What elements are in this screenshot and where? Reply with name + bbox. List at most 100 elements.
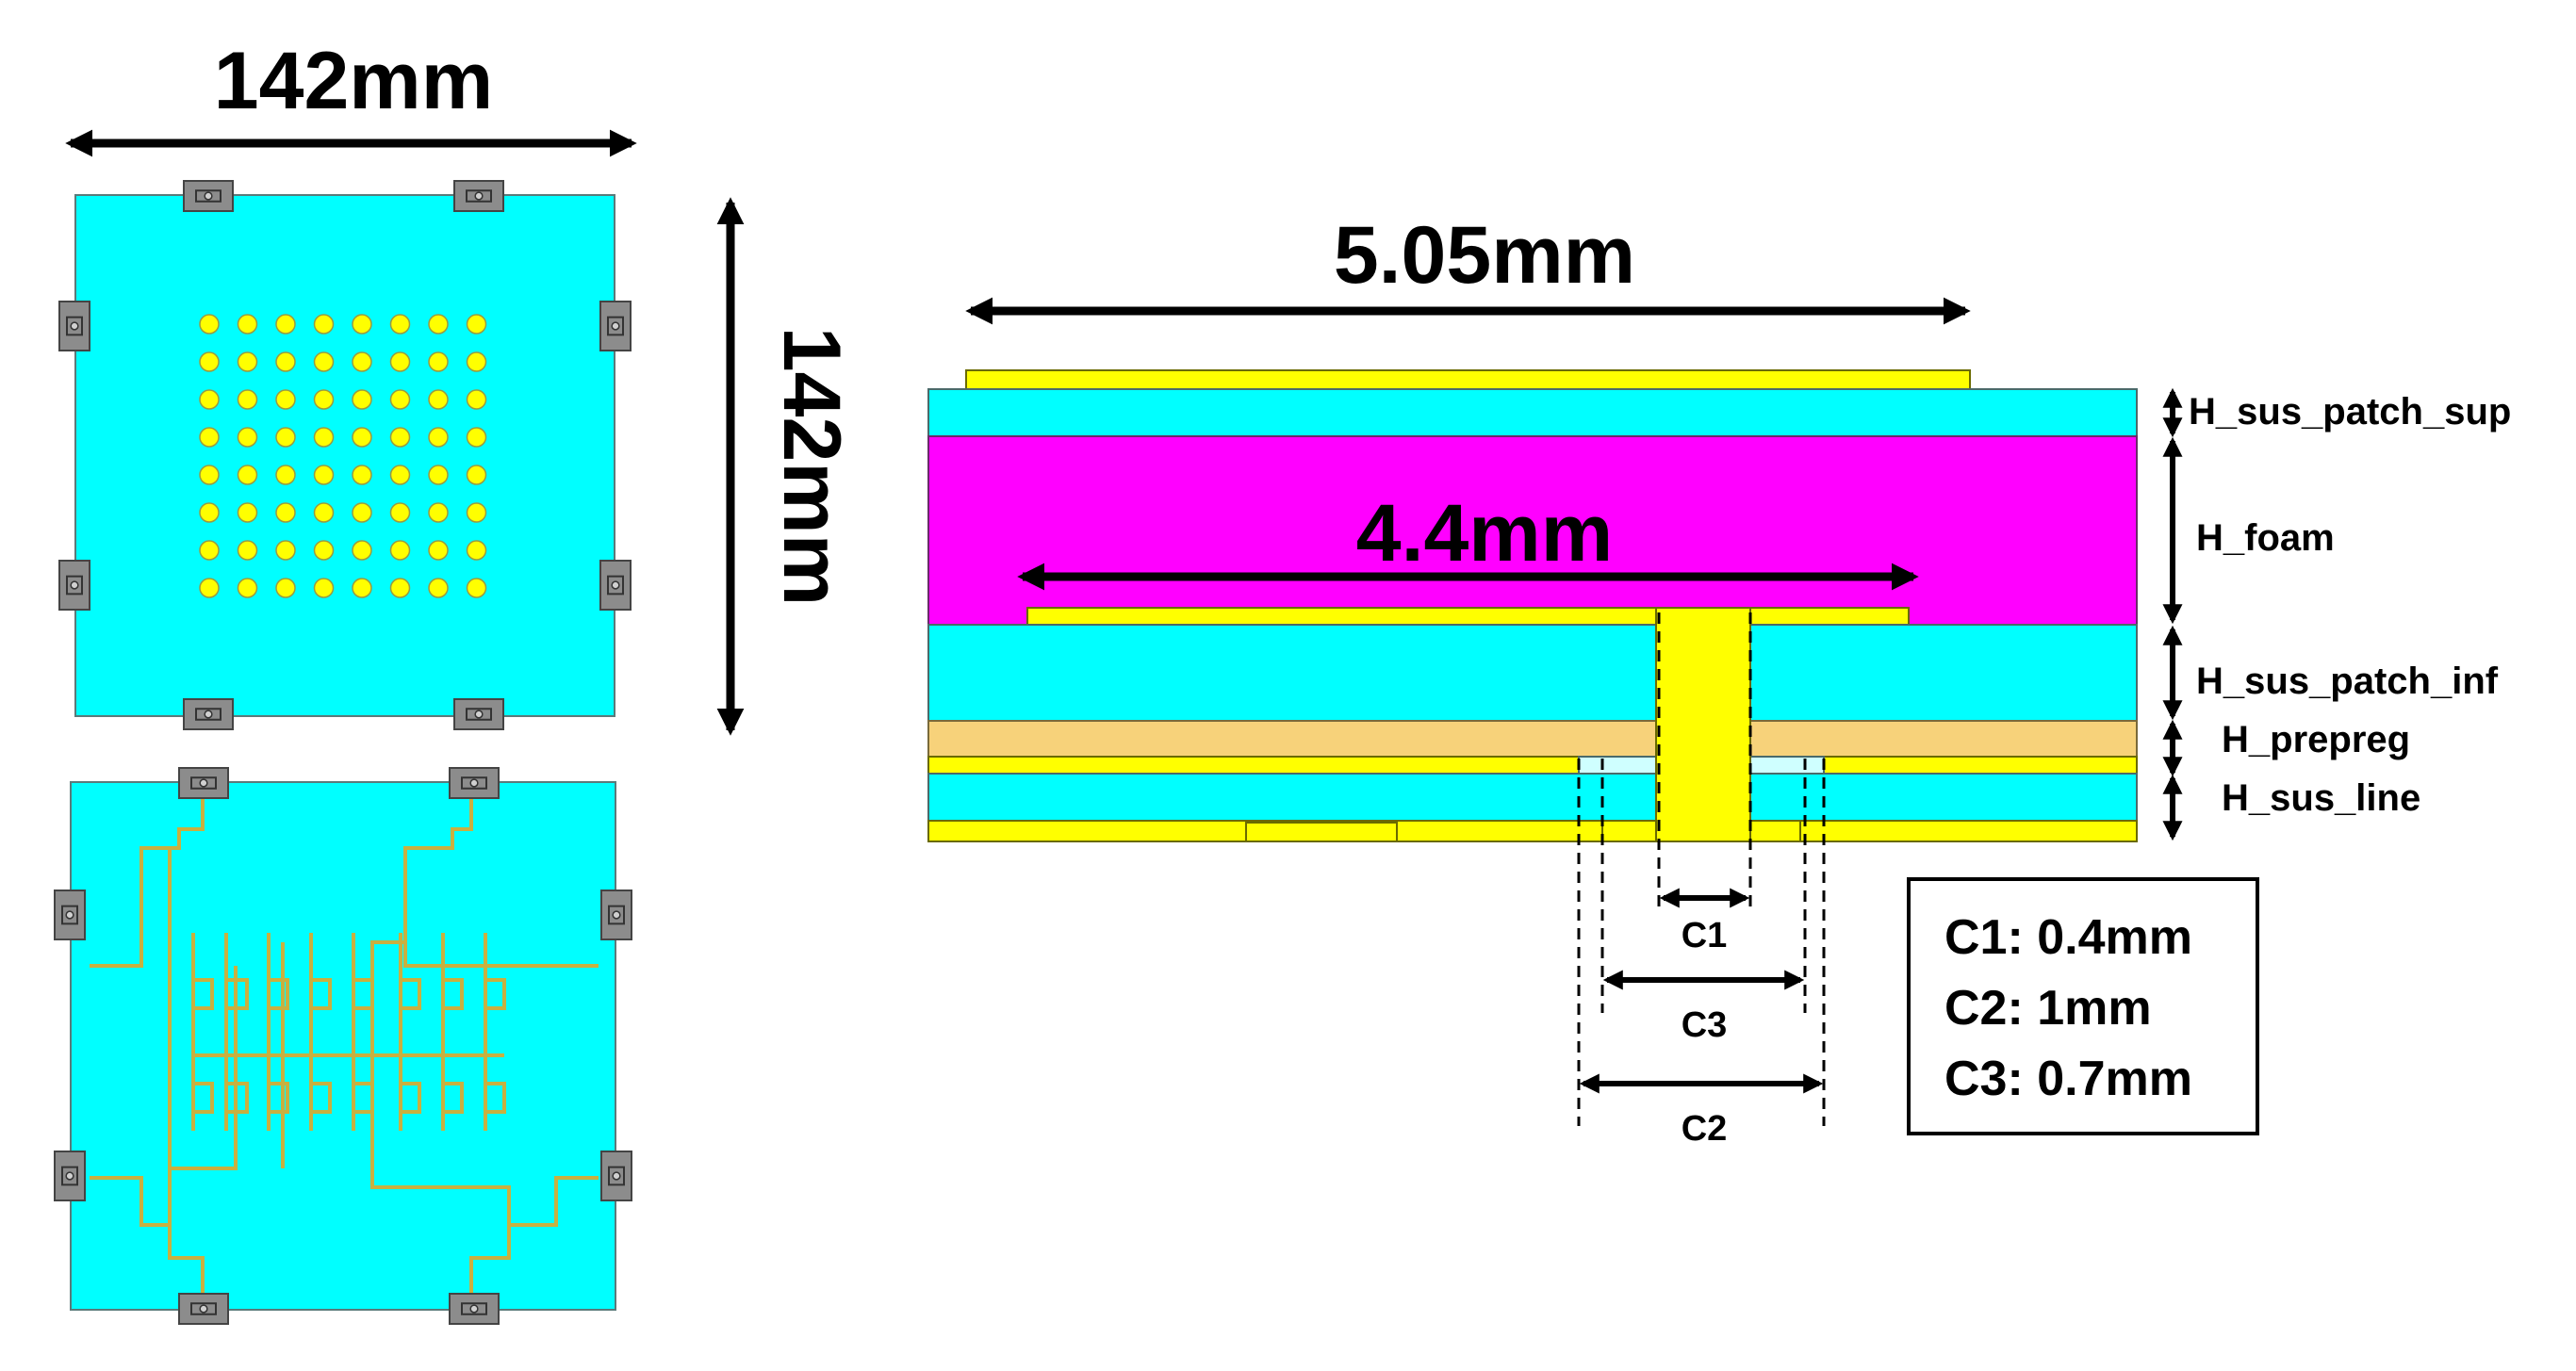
patch-element <box>237 465 258 485</box>
legend-c1: C1: 0.4mm <box>1944 910 2192 965</box>
patch-element <box>428 314 449 335</box>
sma-connector-icon <box>449 767 500 799</box>
patch-element <box>313 502 335 523</box>
patch-element <box>466 314 487 335</box>
layer-sus-patch-inf <box>927 624 2138 722</box>
label-c1: C1 <box>1682 916 1728 955</box>
sma-connector-icon <box>54 890 86 940</box>
patch-element <box>466 578 487 598</box>
patch-element <box>352 314 372 335</box>
patch-element <box>199 502 220 523</box>
patch-element <box>389 578 411 598</box>
patch-element <box>199 351 220 372</box>
patch-element <box>466 389 487 410</box>
sma-connector-icon <box>178 1293 229 1325</box>
bottom-connectors <box>54 767 632 1325</box>
legend-c3: C3: 0.7mm <box>1944 1052 2192 1106</box>
patch-element <box>466 465 487 485</box>
patch-element <box>237 389 258 410</box>
patch-element <box>275 578 296 598</box>
feed-line <box>927 820 2138 842</box>
patch-element <box>313 389 335 410</box>
label-h-sus-line: H_sus_line <box>2222 777 2420 819</box>
patch-element <box>389 351 411 372</box>
legend-box <box>1907 877 2259 1135</box>
patch-element <box>275 351 296 372</box>
patch-element <box>466 427 487 448</box>
sma-connector-icon <box>178 767 229 799</box>
clearance-legend: C1: 0.4mm C2: 1mm C3: 0.7mm <box>1907 877 2259 1135</box>
patch-element <box>389 389 411 410</box>
bottom-board <box>70 781 616 1311</box>
patch-element <box>237 314 258 335</box>
patch-element <box>428 389 449 410</box>
sma-connector-icon <box>600 890 632 940</box>
patch-element <box>389 314 411 335</box>
sma-connector-icon <box>453 180 504 212</box>
patch-element <box>352 502 372 523</box>
patch-element <box>466 502 487 523</box>
patch-element <box>237 578 258 598</box>
patch-element <box>199 314 220 335</box>
patch-element <box>275 427 296 448</box>
patch-element <box>237 351 258 372</box>
patch-grid <box>199 314 487 598</box>
label-c2: C2 <box>1682 1109 1728 1149</box>
patch-element <box>275 465 296 485</box>
patch-element <box>428 351 449 372</box>
label-h-sus-patch-inf: H_sus_patch_inf <box>2196 661 2499 702</box>
patch-element <box>275 314 296 335</box>
sma-connector-icon <box>599 301 632 351</box>
patch-element <box>313 540 335 561</box>
label-c3: C3 <box>1682 1005 1728 1045</box>
sma-connector-icon <box>58 301 90 351</box>
patch-element <box>199 540 220 561</box>
patch-element <box>313 578 335 598</box>
patch-element <box>237 427 258 448</box>
patch-element <box>389 540 411 561</box>
patch-element <box>352 351 372 372</box>
patch-element <box>352 540 372 561</box>
top-board <box>74 194 615 717</box>
patch-element <box>352 389 372 410</box>
top-view-height-label: 142mm <box>766 327 857 606</box>
layer-prepreg <box>927 720 2138 758</box>
patch-element <box>352 427 372 448</box>
sma-connector-icon <box>183 698 234 730</box>
label-h-prepreg: H_prepreg <box>2222 719 2410 760</box>
label-h-sus-patch-sup: H_sus_patch_sup <box>2189 391 2511 433</box>
feed-line-stub <box>1245 822 1398 842</box>
patch-element <box>352 465 372 485</box>
top-patch-width-label: 5.05mm <box>1334 210 1635 301</box>
bottom-view <box>54 767 632 1325</box>
sma-connector-icon <box>54 1151 86 1201</box>
patch-element <box>352 578 372 598</box>
patch-element <box>313 351 335 372</box>
clearance-guides <box>1577 612 1826 1126</box>
legend-c2: C2: 1mm <box>1944 981 2152 1036</box>
sma-connector-icon <box>183 180 234 212</box>
layer-sus-patch-sup <box>927 388 2138 437</box>
clearance-arrows <box>1579 888 1824 1094</box>
bottom-patch-width-label: 4.4mm <box>1356 488 1614 579</box>
top-patch <box>965 369 1971 390</box>
sma-connector-icon <box>453 698 504 730</box>
sma-connector-icon <box>58 560 90 611</box>
patch-element <box>428 578 449 598</box>
patch-element <box>275 502 296 523</box>
patch-element <box>199 389 220 410</box>
patch-element <box>199 427 220 448</box>
patch-element <box>389 427 411 448</box>
patch-element <box>466 540 487 561</box>
patch-element <box>199 465 220 485</box>
feed-network-icon <box>90 796 599 1296</box>
sma-connector-icon <box>449 1293 500 1325</box>
sma-connector-icon <box>599 560 632 611</box>
patch-element <box>389 502 411 523</box>
bottom-patch <box>1026 607 1910 626</box>
top-view: 142mm 142mm <box>58 36 857 736</box>
patch-element <box>313 314 335 335</box>
patch-element <box>466 351 487 372</box>
top-connectors <box>58 180 632 730</box>
